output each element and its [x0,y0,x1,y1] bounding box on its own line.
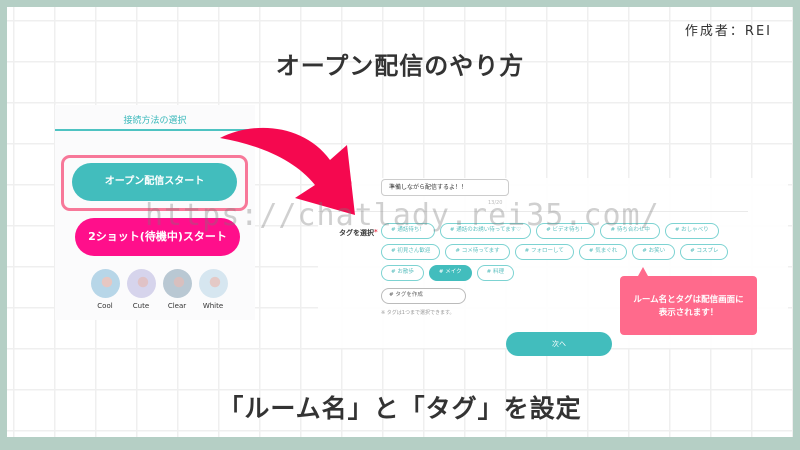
filter-list: Cool Cute Clear White [90,269,228,310]
filter-cute[interactable]: Cute [126,269,156,310]
room-settings-panel: * 準備しながら配信するよ！！ 13/20 タグを選択* # 通話待ち！ # 通… [318,178,788,356]
filter-thumbnail [198,269,228,298]
next-button[interactable]: 次へ [506,332,612,356]
info-callout: ルーム名とタグは配信画面に 表示されます！ [620,267,757,335]
filter-label: White [202,302,224,310]
tag-list: # 通話待ち！ # 通話のお誘い待ってます♡ # ビデオ待ち！ # 待ち合わせ中… [381,223,771,286]
filter-clear[interactable]: Clear [162,269,192,310]
tag-chip[interactable]: # お散歩 [381,265,424,281]
connection-method-header: 接続方法の選択 [55,105,255,131]
filter-label: Clear [167,302,187,310]
filter-thumbnail [90,269,120,298]
page-title: オープン配信のやり方 [275,52,525,80]
filter-thumbnail [126,269,156,298]
tag-chip[interactable]: # コスプレ [680,244,729,260]
tag-chip[interactable]: # 通話待ち！ [381,223,435,239]
tag-select-label: タグを選択* [339,228,378,238]
tag-chip-selected[interactable]: # メイク [428,265,472,281]
filter-cool[interactable]: Cool [90,269,120,310]
tag-chip[interactable]: # ビデオ待ち！ [536,223,596,239]
tag-chip[interactable]: # 気まぐれ [578,244,628,260]
room-name-input[interactable]: 準備しながら配信するよ！！ [381,179,509,196]
filter-thumbnail [162,269,192,298]
tag-chip[interactable]: # 待ち合わせ中 [600,223,660,239]
tag-chip[interactable]: # コメ待ってます [445,244,510,260]
tag-chip[interactable]: # 初見さん歓迎 [381,244,441,260]
divider [318,211,748,212]
tag-select-label-text: タグを選択 [339,229,374,237]
tag-limit-note: ※ タグは1つまで選択できます。 [381,310,455,316]
callout-line-1: ルーム名とタグは配信画面に [633,295,744,305]
author-credit: 作成者：REI [684,24,772,39]
tag-row: # 通話待ち！ # 通話のお誘い待ってます♡ # ビデオ待ち！ # 待ち合わせ中… [381,223,771,239]
filter-label: Cute [132,302,150,310]
filter-label: Cool [97,302,113,310]
tag-chip[interactable]: # 料理 [476,265,514,281]
tag-chip[interactable]: # お笑い [632,244,676,260]
create-tag-input[interactable]: # タグを作成 [381,288,466,304]
connection-method-panel: 接続方法の選択 オープン配信スタート 2ショット(待機中)スタート Cool C… [55,105,255,320]
page-subtitle: 「ルーム名」と「タグ」を設定 [218,394,582,423]
two-shot-start-button[interactable]: 2ショット(待機中)スタート [75,218,240,256]
tag-chip[interactable]: # 通話のお誘い待ってます♡ [439,223,532,239]
open-broadcast-highlight: オープン配信スタート [61,155,248,211]
curved-arrow-icon [220,127,355,215]
tag-row: # 初見さん歓迎 # コメ待ってます # フォローして # 気まぐれ # お笑い… [381,244,771,260]
tag-chip[interactable]: # おしゃべり [664,223,719,239]
tag-row: # お散歩 # メイク # 料理 [381,265,771,281]
callout-line-2: 表示されます！ [658,308,719,318]
tag-chip[interactable]: # フォローして [514,244,574,260]
room-name-char-count: 13/20 [488,200,503,206]
filter-white[interactable]: White [198,269,228,310]
required-marker: * [374,228,378,236]
open-broadcast-start-button[interactable]: オープン配信スタート [72,163,237,201]
